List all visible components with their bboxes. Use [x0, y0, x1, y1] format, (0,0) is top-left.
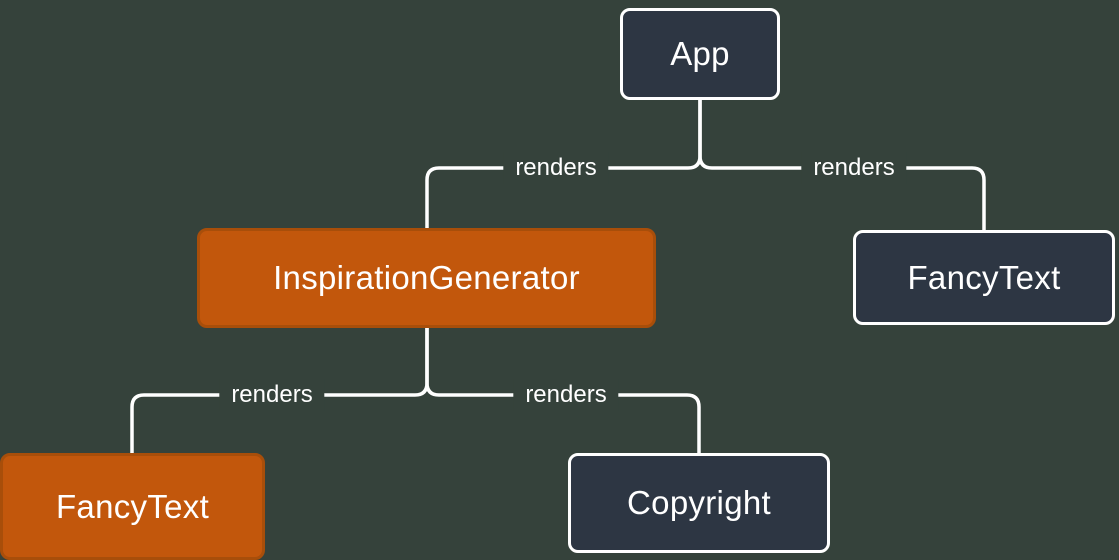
- edge-label-renders: renders: [219, 379, 325, 411]
- node-app-label: App: [670, 35, 730, 72]
- node-fancytext-right: FancyText: [853, 230, 1115, 325]
- node-inspiration-generator-label: InspirationGenerator: [273, 259, 580, 296]
- node-inspiration-generator: InspirationGenerator: [197, 228, 656, 328]
- node-app: App: [620, 8, 780, 100]
- node-copyright-label: Copyright: [627, 484, 771, 521]
- node-fancytext-left-label: FancyText: [55, 487, 210, 525]
- node-copyright: Copyright: [568, 453, 830, 553]
- node-fancytext-right-label: FancyText: [907, 258, 1061, 296]
- edge-label-renders: renders: [801, 152, 907, 184]
- edge-label-renders: renders: [513, 379, 619, 411]
- node-fancytext-left: FancyText: [0, 453, 265, 560]
- edge-label-renders: renders: [503, 152, 609, 184]
